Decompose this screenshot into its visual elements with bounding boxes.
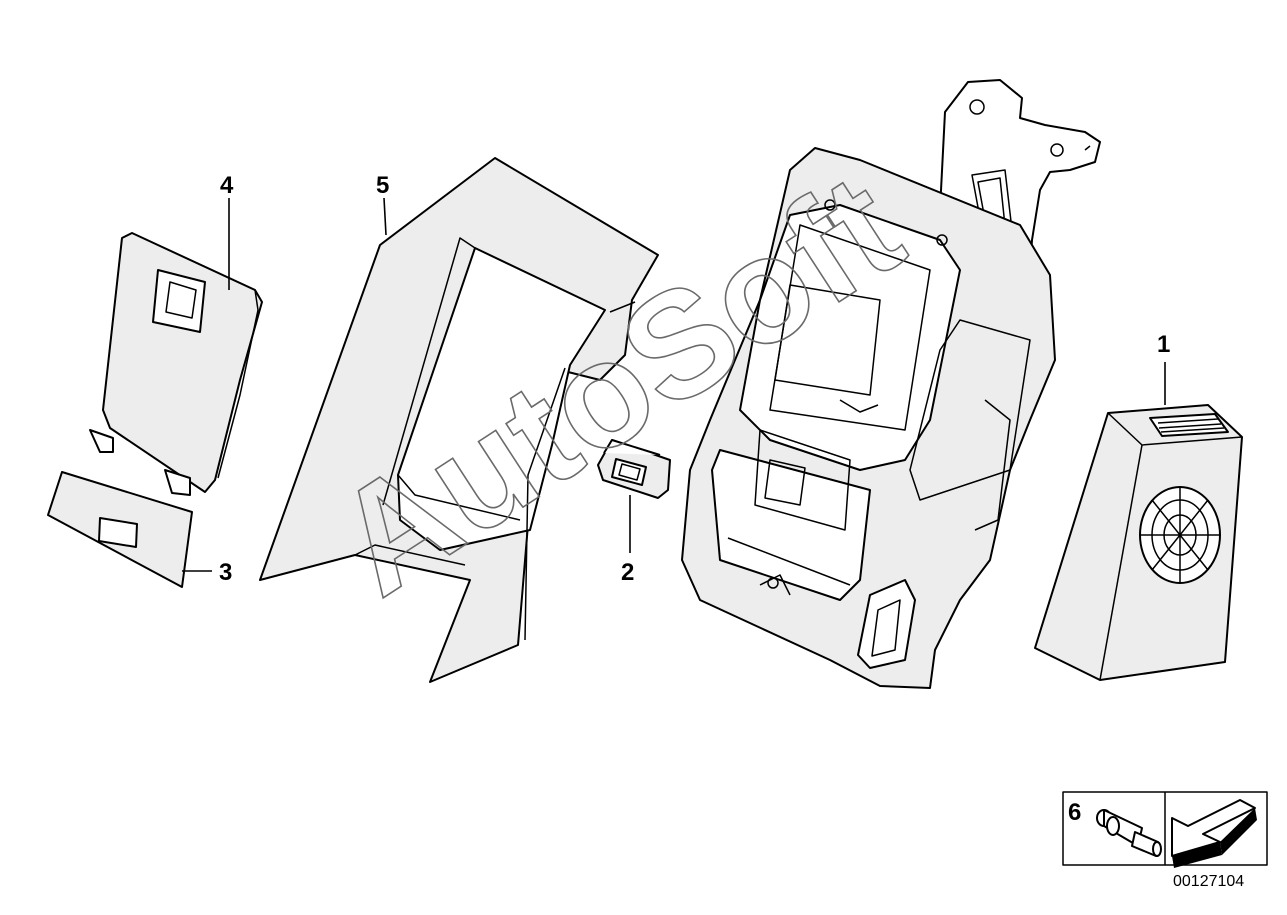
diagram-number: 00127104 xyxy=(1173,873,1244,890)
callout-5: 5 xyxy=(376,172,389,199)
callout-6: 6 xyxy=(1068,799,1081,826)
trim-panel-icon xyxy=(89,232,263,496)
connector-socket-icon xyxy=(597,439,671,499)
frame-trim-icon xyxy=(259,157,659,683)
direction-arrow-icon xyxy=(1171,799,1257,868)
callout-4: 4 xyxy=(220,172,234,199)
inset-panel: 6 xyxy=(1062,791,1268,868)
callouts: 1 2 3 4 5 xyxy=(219,172,1170,586)
callout-1: 1 xyxy=(1157,331,1170,358)
ventilated-box-icon xyxy=(1034,404,1243,681)
leader-lines xyxy=(182,197,1166,572)
callout-2: 2 xyxy=(621,559,634,586)
mounting-bracket-icon xyxy=(681,79,1101,689)
leader-5 xyxy=(383,197,387,236)
cover-plate-icon xyxy=(47,471,193,588)
callout-3: 3 xyxy=(219,559,232,586)
pin-fastener-icon xyxy=(1096,809,1162,857)
